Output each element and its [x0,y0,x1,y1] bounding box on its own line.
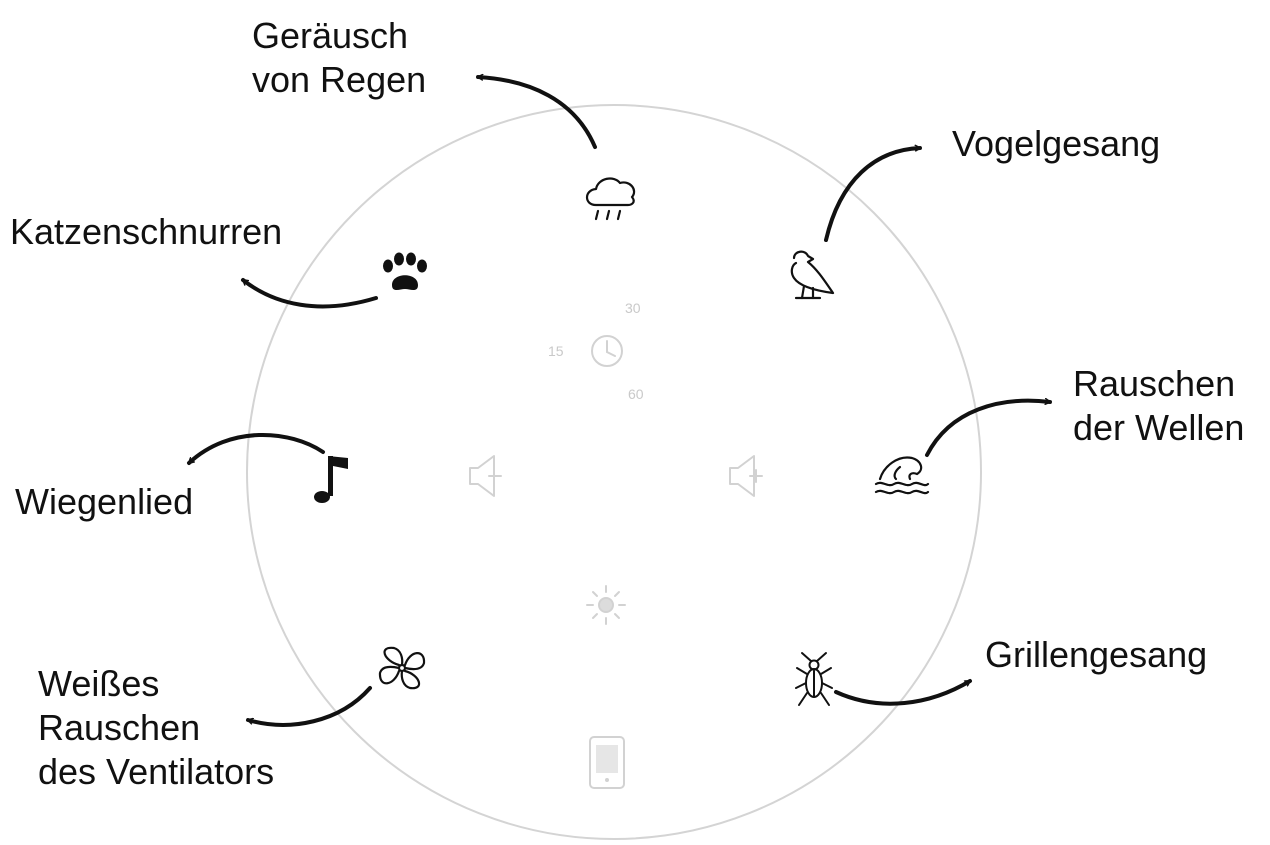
clock-icon[interactable] [591,335,623,367]
arrow-lullaby [187,432,325,465]
wave-icon[interactable] [874,456,930,495]
label-rain-line1: Geräusch [252,15,409,56]
arrow-birds [824,148,922,242]
fan-icon[interactable] [378,646,426,690]
label-waves-line1: Rauschen [1073,363,1236,404]
label-rain-line2: von Regen [252,59,427,100]
paw-icon[interactable] [383,252,427,291]
label-cat: Katzenschnurren [10,211,283,252]
arrow-fan [246,686,372,727]
cloud-rain-icon[interactable] [585,177,636,221]
label-fan: Weißes Rauschen des Ventilators [38,662,274,794]
timer-60-label: 60 [628,386,644,402]
arrow-cat [241,278,378,309]
label-crickets: Grillengesang [985,634,1208,675]
cricket-icon[interactable] [795,652,833,706]
label-fan-line1: Weißes [38,663,160,704]
label-birds: Vogelgesang [952,123,1161,164]
label-rain: Geräusch von Regen [252,14,426,102]
arrow-waves [925,401,1052,457]
label-lullaby: Wiegenlied [15,481,194,522]
label-fan-line2: Rauschen [38,707,201,748]
label-fan-line3: des Ventilators [38,751,275,792]
sun-icon[interactable] [586,585,626,625]
timer-15-label: 15 [548,343,564,359]
phone-icon[interactable] [589,736,625,789]
music-note-icon[interactable] [314,456,348,503]
label-waves: Rauschen der Wellen [1073,362,1244,450]
volume-up-icon[interactable] [729,455,763,497]
label-waves-line2: der Wellen [1073,407,1245,448]
device-outline [246,104,982,840]
arrow-rain [476,77,597,149]
volume-down-icon[interactable] [469,455,502,497]
bird-icon[interactable] [790,250,835,300]
timer-30-label: 30 [625,300,641,316]
arrow-crickets [834,679,972,706]
